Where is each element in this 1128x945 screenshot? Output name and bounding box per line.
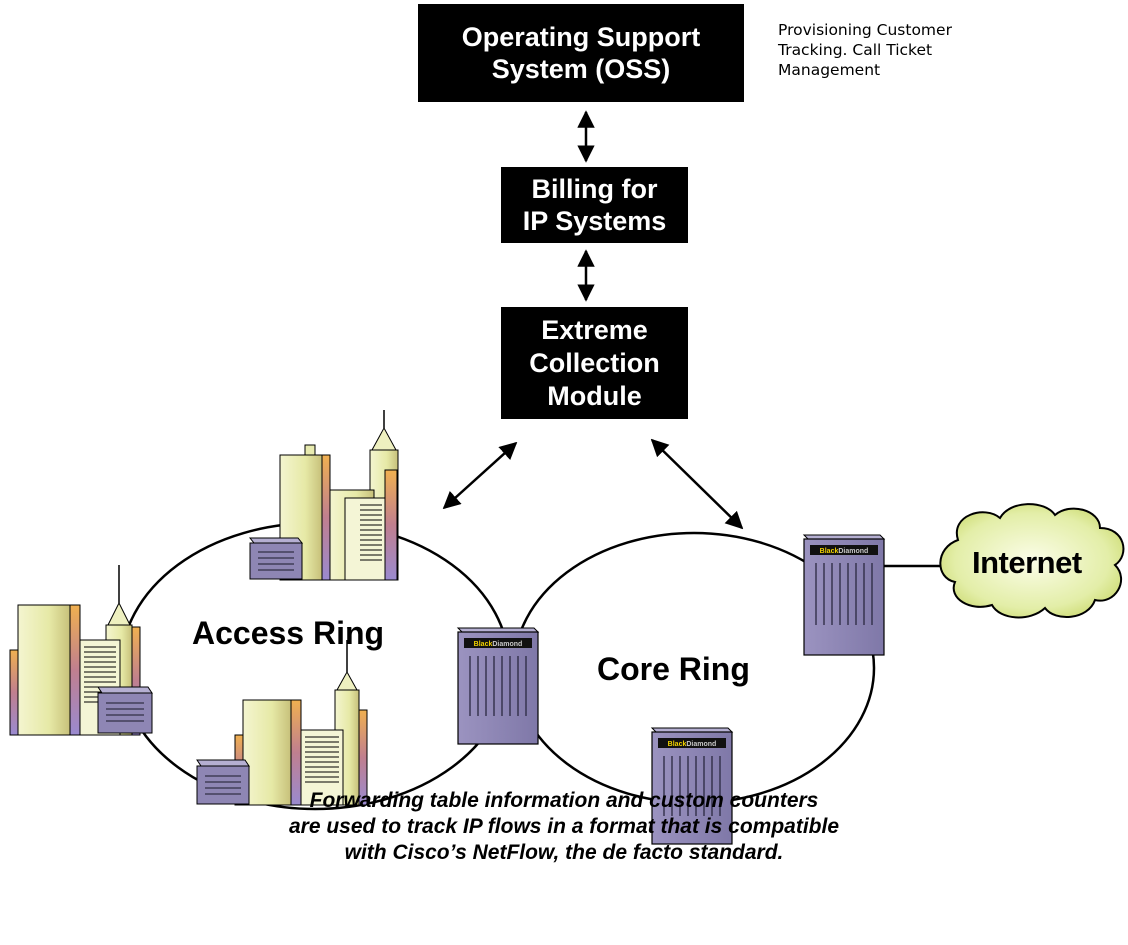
svg-text:BlackDiamond: BlackDiamond (474, 641, 523, 648)
collection-box-line: Collection (529, 347, 660, 378)
oss-note-line: Tracking. Call Ticket (778, 41, 933, 59)
billing-box-line: Billing for (531, 174, 658, 204)
collection-box-line: Module (547, 380, 642, 411)
oss-box: Operating Support System (OSS) (418, 4, 744, 102)
office-buildings-icon (9, 565, 153, 736)
office-buildings-icon (248, 410, 399, 581)
diagram-caption: Forwarding table information and custom … (0, 788, 1128, 866)
billing-box: Billing for IP Systems (501, 167, 688, 243)
oss-note-line: Provisioning Customer (778, 21, 952, 39)
office-buildings-icon (196, 640, 368, 806)
core-ring-label: Core Ring (597, 651, 750, 687)
access-ring-label: Access Ring (192, 615, 385, 651)
billing-box-line: IP Systems (522, 206, 667, 236)
blackdiamond-switch-icon: BlackDiamond (802, 534, 886, 656)
oss-note-line: Management (778, 61, 881, 79)
arrow-collection-access (442, 441, 518, 510)
svg-text:BlackDiamond: BlackDiamond (820, 548, 869, 555)
collection-box-line: Extreme (541, 314, 648, 345)
edge-router-icon (248, 537, 304, 580)
svg-text:BlackDiamond: BlackDiamond (668, 741, 717, 748)
blackdiamond-switch-icon: BlackDiamond (456, 627, 540, 745)
caption-line: Forwarding table information and custom … (309, 789, 819, 812)
edge-router-icon (196, 759, 250, 805)
internet-label: Internet (972, 545, 1082, 580)
oss-note: Provisioning Customer Tracking. Call Tic… (778, 20, 1028, 80)
blackdiamond-switch-icon: BlackDiamond (650, 727, 734, 845)
caption-line: are used to track IP flows in a format t… (288, 815, 840, 838)
oss-box-line: Operating Support (461, 22, 701, 52)
edge-router-icon (97, 686, 153, 734)
arrow-collection-core (650, 438, 744, 530)
internet-cloud-icon (939, 503, 1125, 619)
oss-box-line: System (OSS) (491, 54, 671, 84)
collection-module-box: Extreme Collection Module (501, 307, 688, 419)
caption-line: with Cisco’s NetFlow, the de facto stand… (344, 841, 784, 864)
